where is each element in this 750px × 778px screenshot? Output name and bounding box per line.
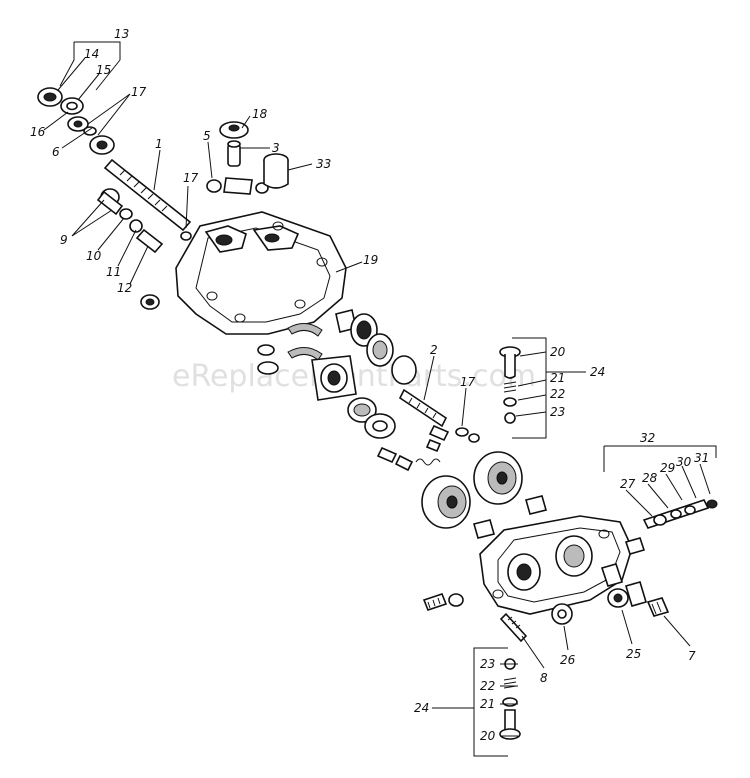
screw-part-7 xyxy=(646,597,670,617)
washer-part-22-top xyxy=(503,397,517,407)
bearing-half-shells xyxy=(287,323,323,361)
gear-part-11 xyxy=(129,219,143,233)
washer-part-25 xyxy=(607,588,629,608)
label-1: 1 xyxy=(155,137,163,151)
bearing-center-2 xyxy=(366,333,394,367)
label-23-top: 23 xyxy=(550,405,565,419)
label-17-top: 17 xyxy=(131,85,147,99)
bushing-lower-right xyxy=(525,495,547,515)
callout-labels: 13 14 15 17 16 6 1 9 10 11 12 17 5 18 3 … xyxy=(30,27,709,743)
label-20-bottom: 20 xyxy=(480,729,496,743)
valve-plunger-part-20-top xyxy=(499,346,521,379)
gear-part-9 xyxy=(96,188,124,216)
label-14: 14 xyxy=(84,47,99,61)
label-33: 33 xyxy=(316,157,331,171)
label-28: 28 xyxy=(642,471,658,485)
seal-part-14 xyxy=(37,87,63,107)
washer-part-26 xyxy=(551,603,573,625)
label-24-bottom: 24 xyxy=(414,701,429,715)
output-shaft-part-2 xyxy=(398,388,448,428)
leader-lines xyxy=(43,41,717,757)
label-12: 12 xyxy=(117,281,132,295)
label-19: 19 xyxy=(363,253,378,267)
bolt-center xyxy=(425,438,442,453)
label-13: 13 xyxy=(114,27,129,41)
label-29: 29 xyxy=(660,461,675,475)
label-21-bottom: 21 xyxy=(480,697,495,711)
label-11: 11 xyxy=(106,265,121,279)
label-8: 8 xyxy=(540,671,548,685)
label-20-top: 20 xyxy=(550,345,566,359)
fitting-right xyxy=(624,537,646,555)
label-23-bottom: 23 xyxy=(480,657,495,671)
thrust-washer-center xyxy=(364,413,396,439)
plug-part-lower-left xyxy=(422,593,464,611)
label-5: 5 xyxy=(203,129,211,143)
washer-center xyxy=(391,355,417,385)
valve-plunger-part-20-bottom xyxy=(499,709,521,740)
cap-part-18 xyxy=(219,121,249,139)
bushing-lower-left xyxy=(473,519,495,539)
label-9: 9 xyxy=(60,233,68,247)
label-22-bottom: 22 xyxy=(480,679,495,693)
fitting-part-right xyxy=(600,563,647,607)
center-section-housing xyxy=(479,515,633,615)
label-21-top: 21 xyxy=(550,371,565,385)
ball-part-23-top xyxy=(504,412,516,424)
spring-part-21-top xyxy=(503,381,517,393)
label-10: 10 xyxy=(86,249,102,263)
label-26: 26 xyxy=(560,653,576,667)
label-25: 25 xyxy=(626,647,641,661)
washer-below-housing xyxy=(257,344,279,375)
thrust-bearing-center xyxy=(347,397,377,423)
bushing-left xyxy=(140,294,160,310)
label-6: 6 xyxy=(52,145,60,159)
pin-part-17-right xyxy=(455,427,480,443)
cylinder-block-right xyxy=(473,451,523,505)
label-22-top: 22 xyxy=(550,387,565,401)
bearing-part-17-top xyxy=(67,116,97,136)
label-7: 7 xyxy=(688,649,696,663)
label-30: 30 xyxy=(676,455,692,469)
bolt-part-8 xyxy=(499,612,528,643)
bearing-part-6 xyxy=(89,135,115,155)
label-17-right: 17 xyxy=(460,375,476,389)
cylinder-block-left xyxy=(421,475,471,529)
pins-center xyxy=(376,424,450,472)
label-31: 31 xyxy=(694,451,709,465)
label-18: 18 xyxy=(252,107,268,121)
ring-part-10 xyxy=(119,208,133,220)
housing-part-19 xyxy=(175,211,347,335)
washer-part-21-bottom xyxy=(502,697,518,707)
sleeve-part-12 xyxy=(135,228,164,254)
label-16: 16 xyxy=(30,125,46,139)
label-2: 2 xyxy=(430,343,438,357)
lever-part xyxy=(223,177,269,195)
cam-block xyxy=(311,355,357,401)
cap-part-33 xyxy=(263,153,289,189)
label-3: 3 xyxy=(272,141,280,155)
washer-part-17-left xyxy=(180,231,192,241)
label-24-top: 24 xyxy=(590,365,605,379)
relief-valve-part-32 xyxy=(642,499,718,529)
label-15: 15 xyxy=(96,63,111,77)
label-27: 27 xyxy=(620,477,636,491)
washer-part-15 xyxy=(60,97,84,115)
label-17-left: 17 xyxy=(183,171,199,185)
input-shaft-part-1 xyxy=(103,158,192,232)
spring-center xyxy=(415,458,441,466)
pin-part-3 xyxy=(227,140,241,167)
label-32: 32 xyxy=(640,431,655,445)
plug-part-5 xyxy=(206,179,222,193)
